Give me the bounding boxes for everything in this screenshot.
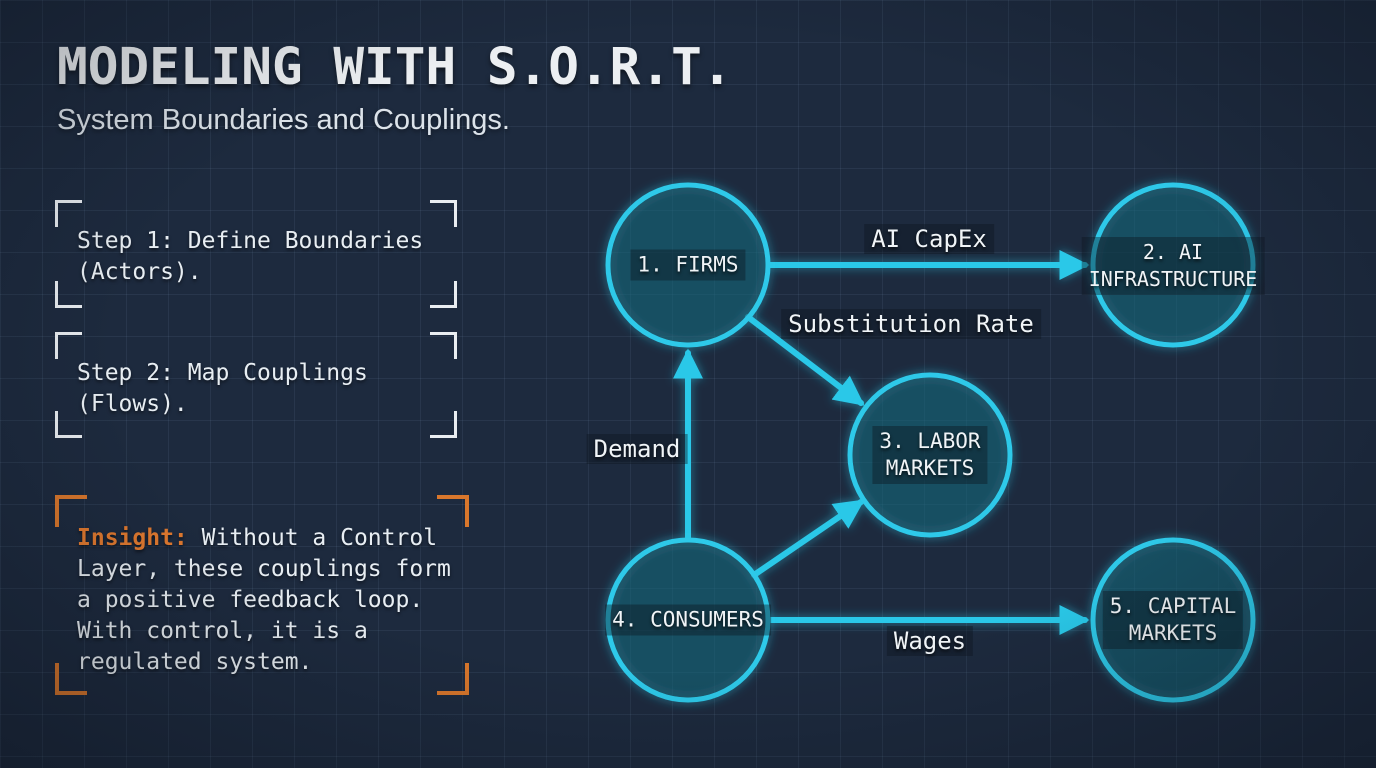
insight-label: Insight: [77, 525, 188, 551]
node-circle-capital-markets [1090, 537, 1256, 703]
bracket-corner-icon [430, 332, 457, 359]
node-label-firms: 1. FIRMS [630, 249, 746, 281]
bracket-corner-icon [55, 332, 82, 359]
bracket-corner-icon [55, 663, 87, 695]
page-subtitle: System Boundaries and Couplings. [57, 104, 510, 137]
node-circle-ai-infrastructure [1090, 182, 1256, 348]
edge-label-substitution-rate: Substitution Rate [781, 309, 1041, 339]
step-2-panel: Step 2: Map Couplings (Flows). [55, 332, 457, 438]
bracket-corner-icon [430, 200, 457, 227]
step-1-text: Step 1: Define Boundaries (Actors). [77, 228, 424, 285]
node-circle-consumers [605, 537, 771, 703]
edge-label-demand: Demand [586, 434, 688, 464]
node-label-labor-markets: 3. LABOR MARKETS [872, 426, 988, 484]
header: MODELING WITH S.O.R.T. System Boundaries… [57, 38, 733, 137]
edge-label-ai-capex: AI CapEx [864, 224, 994, 254]
bracket-corner-icon [430, 411, 457, 438]
bracket-corner-icon [55, 281, 82, 308]
node-label-consumers: 4. CONSUMERS [605, 604, 771, 636]
step-1-panel: Step 1: Define Boundaries (Actors). [55, 200, 457, 308]
insight-body: Without a Control Layer, these couplings… [77, 525, 451, 675]
node-circle-firms [605, 182, 771, 348]
step-2-text: Step 2: Map Couplings (Flows). [77, 360, 368, 417]
bracket-corner-icon [55, 200, 82, 227]
edge-arrow-firms-to-labor-markets [745, 314, 865, 406]
insight-panel: Insight: Without a Control Layer, these … [55, 495, 469, 695]
bracket-corner-icon [437, 663, 469, 695]
edge-arrow-consumers-to-labor-markets [751, 499, 865, 578]
node-label-ai-infrastructure: 2. AI INFRASTRUCTURE [1081, 237, 1265, 295]
edge-label-wages: Wages [886, 626, 974, 656]
node-circle-labor-markets [847, 372, 1013, 538]
page-title: MODELING WITH S.O.R.T. [57, 38, 733, 97]
bracket-corner-icon [55, 495, 87, 527]
bracket-corner-icon [55, 411, 82, 438]
bracket-corner-icon [430, 281, 457, 308]
insight-text: Insight: Without a Control Layer, these … [55, 495, 469, 678]
node-label-capital-markets: 5. CAPITAL MARKETS [1102, 591, 1244, 649]
bracket-corner-icon [437, 495, 469, 527]
